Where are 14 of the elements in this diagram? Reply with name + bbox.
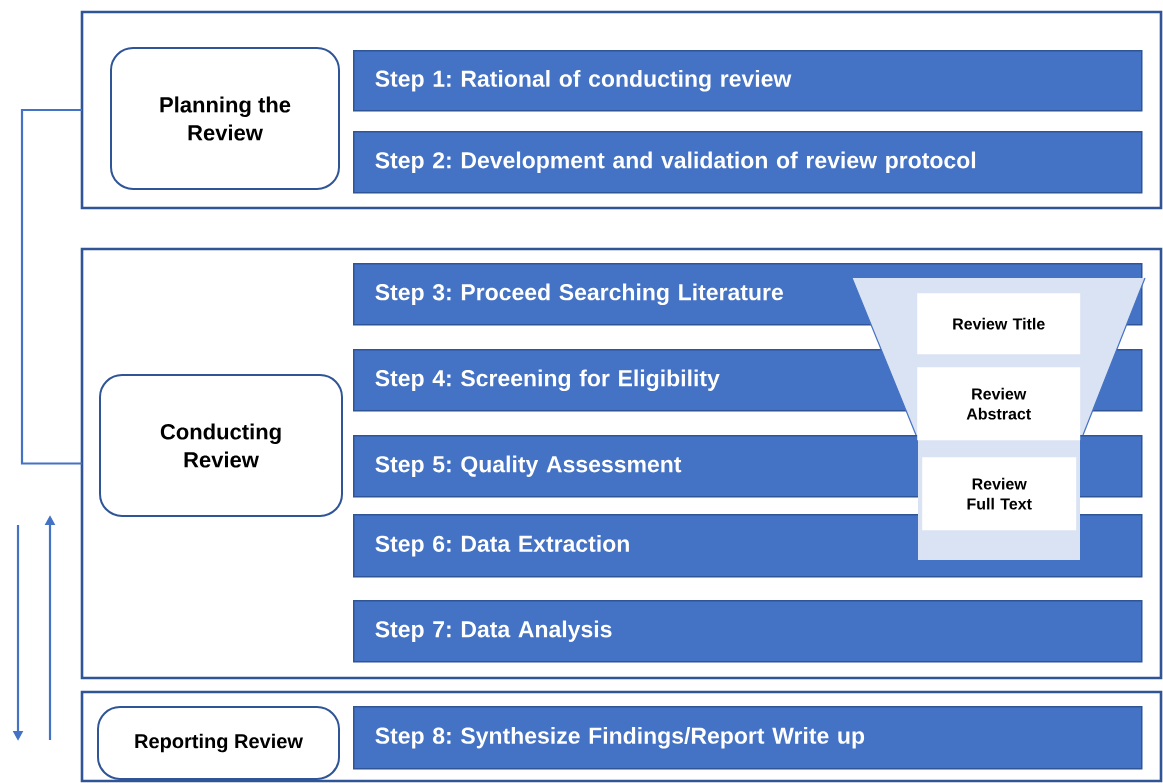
funnel-stage-box: Review Abstract: [917, 367, 1081, 441]
funnel-stage-box: Review Title: [917, 293, 1081, 355]
phase-box: Conducting Review: [99, 374, 343, 517]
step-bar: Step 2: Development and validation of review protocol: [353, 131, 1143, 194]
panel-frame: [80, 247, 1163, 680]
step-bar: Step 1: Rational of conducting review: [353, 50, 1143, 112]
step-bar: Step 7: Data Analysis: [353, 600, 1143, 663]
funnel-stage-box: Review Full Text: [922, 457, 1077, 531]
step-bar: Step 8: Synthesize Findings/Report Write up: [353, 706, 1143, 770]
panel-frame: [80, 10, 1163, 210]
connector-line: [20, 108, 82, 465]
phase-box: Planning the Review: [110, 47, 340, 190]
panel-frame: [80, 690, 1163, 783]
phase-box: Reporting Review: [97, 706, 340, 780]
